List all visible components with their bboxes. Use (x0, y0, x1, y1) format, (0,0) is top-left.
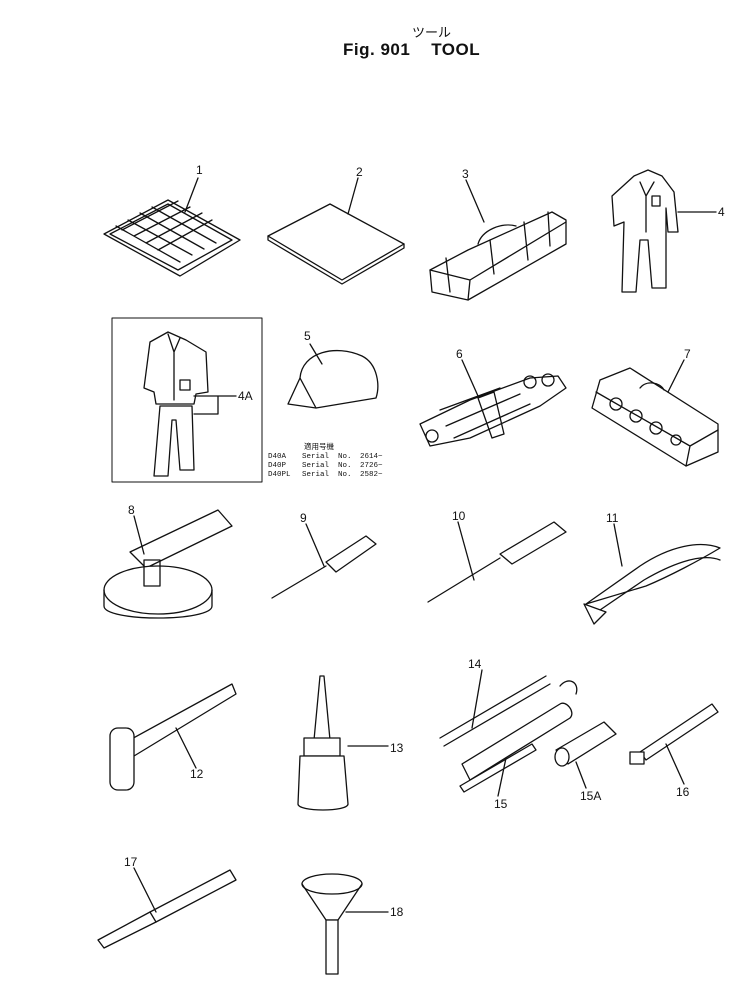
part-17-scraper (97, 867, 237, 949)
serial-table-heading: 適用号機 (304, 444, 334, 452)
label-part-13: 13 (390, 741, 404, 755)
label-part-12: 12 (190, 767, 204, 781)
label-part-15: 15 (494, 797, 508, 811)
part-3-tool-bag (429, 179, 567, 301)
figure-name: TOOL (431, 40, 481, 59)
part-10-screwdriver (427, 521, 567, 603)
part-15a-cartridge (554, 721, 617, 789)
label-part-15a: 15A (580, 789, 601, 803)
label-part-6: 6 (456, 347, 463, 361)
label-part-10: 10 (452, 509, 466, 523)
figure-number: Fig. 901 (343, 40, 411, 59)
part-4a-work-clothes (111, 317, 263, 483)
label-part-11: 11 (606, 511, 619, 525)
label-part-7: 7 (684, 347, 691, 361)
part-11-pliers (583, 523, 721, 625)
part-14-grease-gun (439, 669, 578, 781)
label-part-17: 17 (124, 855, 138, 869)
label-part-2: 2 (356, 165, 363, 179)
part-4-coverall (611, 169, 717, 293)
label-part-3: 3 (462, 167, 469, 181)
part-8-filter-wrench (103, 509, 233, 619)
label-part-16: 16 (676, 785, 690, 799)
part-15-extension (459, 743, 537, 797)
part-2-manual (267, 177, 405, 285)
label-part-5: 5 (304, 329, 311, 343)
part-1-chart-sheet (103, 177, 241, 277)
part-12-hammer (109, 683, 237, 791)
label-part-4a: 4A (238, 389, 253, 403)
part-6-wrench-set (419, 359, 567, 447)
part-5-cap (287, 343, 379, 409)
label-part-4: 4 (718, 205, 725, 219)
label-part-14: 14 (468, 657, 482, 671)
label-part-1: 1 (196, 163, 203, 177)
part-18-funnel (301, 873, 389, 975)
part-7-socket-kit (591, 359, 719, 467)
label-part-18: 18 (390, 905, 404, 919)
figure-title: Fig. 901 TOOL (343, 40, 480, 60)
label-part-8: 8 (128, 503, 135, 517)
part-9-screwdriver (271, 523, 377, 599)
title-japanese: ツール (412, 26, 452, 41)
part-13-oiler (297, 675, 389, 811)
part-16-fitting (629, 703, 719, 785)
label-part-9: 9 (300, 511, 307, 525)
